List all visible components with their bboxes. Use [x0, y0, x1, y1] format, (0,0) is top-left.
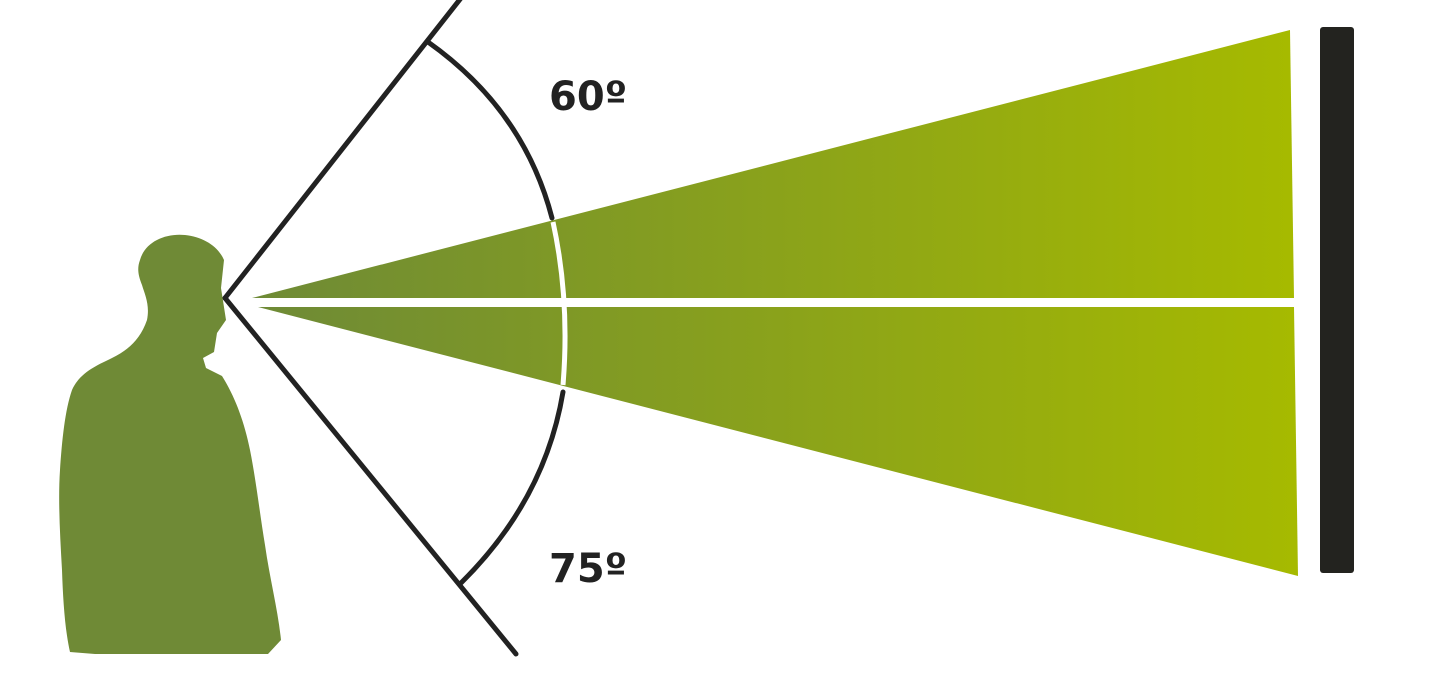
view-cone-upper: [252, 30, 1294, 298]
lower-angle-label: 75º: [549, 546, 627, 592]
upper-angle-label: 60º: [549, 74, 627, 120]
view-cone-lower: [258, 307, 1298, 576]
arc-inside-cone: [550, 221, 568, 386]
lower-boundary-line: [222, 295, 519, 657]
person-silhouette-icon: [59, 234, 282, 654]
screen-panel: [1320, 27, 1354, 573]
upper-boundary-line: [222, 0, 463, 301]
upper-angle-arc: [425, 39, 555, 221]
lower-angle-arc: [458, 389, 566, 586]
